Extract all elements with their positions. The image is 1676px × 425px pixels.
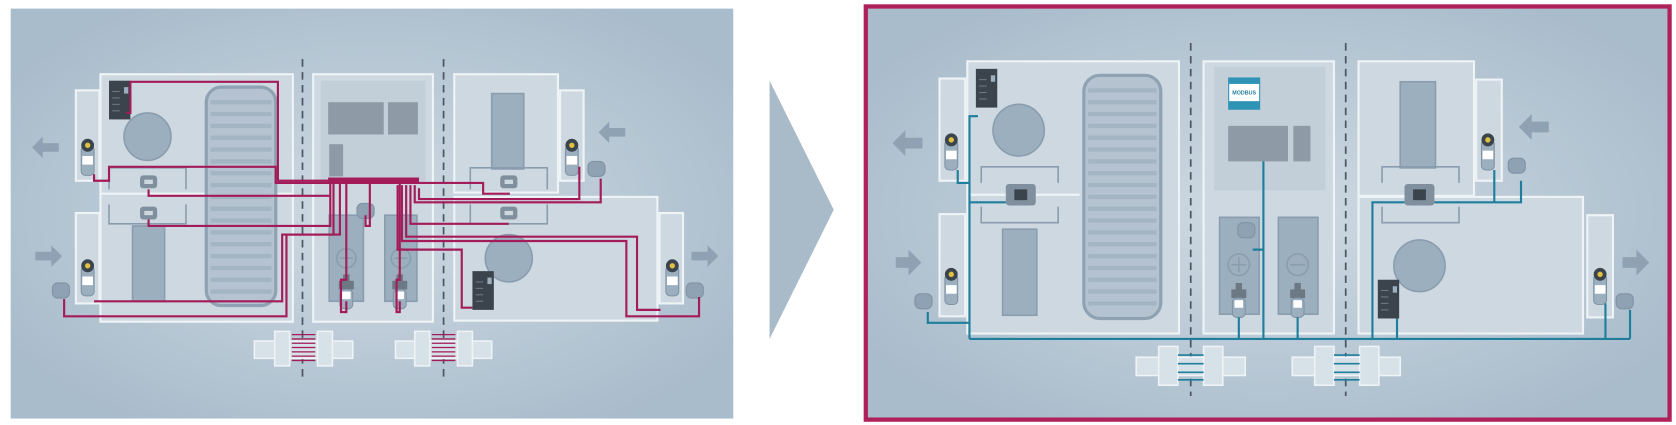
wheel-stripe [210, 194, 272, 200]
transition-arrow [769, 80, 834, 339]
fan-icon [1393, 239, 1446, 293]
wheel-stripe [1088, 265, 1157, 271]
wheel-stripe [210, 147, 272, 152]
damper-actuator-icon [665, 258, 680, 297]
filter-icon [1001, 228, 1038, 317]
fan-icon [484, 233, 534, 283]
after-panel: MODBUS [863, 4, 1672, 422]
wheel-stripe [210, 100, 272, 105]
wheel-stripe [1088, 147, 1157, 152]
wheel-stripe [1088, 111, 1157, 117]
controller-modules [1228, 125, 1311, 162]
sensor-icon [1507, 157, 1526, 174]
damper-actuator-icon [944, 132, 959, 171]
wheel-stripe [210, 206, 272, 211]
pressure-sensor-icon [140, 206, 158, 220]
damper-actuator-icon [944, 267, 959, 306]
wheel-stripe [1088, 171, 1157, 176]
sensor-icon [914, 293, 933, 310]
cooling-coil [1277, 216, 1319, 315]
terminal-connector [253, 330, 354, 367]
room-controller-icon [471, 270, 495, 311]
wheel-stripe [210, 253, 272, 259]
wheel-stripe [1088, 253, 1157, 259]
wheel-stripe [210, 123, 272, 129]
supply-out-arrow-icon [1622, 249, 1650, 276]
filter-icon [1399, 80, 1437, 169]
sensor-icon [1615, 293, 1634, 310]
wheel-stripe [1088, 230, 1157, 235]
wheel-stripe [1088, 194, 1157, 200]
wheel-stripe [1088, 123, 1157, 129]
supply-in-arrow-icon [895, 249, 922, 276]
terminal-connector [394, 330, 493, 367]
sensor-icon [685, 282, 704, 299]
before-panel [10, 8, 734, 419]
wheel-stripe [1088, 277, 1157, 282]
wheel-stripe [210, 159, 272, 164]
fan-icon [123, 112, 172, 162]
pressure-sensor-icon [1404, 183, 1435, 206]
terminal-connector [1135, 345, 1247, 386]
pressure-sensor-icon [500, 206, 518, 220]
filter-icon [490, 92, 525, 170]
exhaust-air-arrow-icon [32, 136, 59, 159]
damper-actuator-icon [1593, 267, 1608, 306]
wheel-stripe [1088, 242, 1157, 247]
supply-in-arrow-icon [35, 245, 62, 267]
wheel-stripe [210, 230, 272, 235]
sensor-icon [1237, 222, 1256, 239]
wheel-stripe [210, 277, 272, 282]
room-controller-icon [975, 68, 998, 109]
wheel-stripe [210, 135, 272, 140]
wheel-stripe [210, 111, 272, 117]
wheel-stripe [1088, 301, 1157, 306]
damper-actuator-icon [1480, 132, 1495, 171]
damper-actuator-icon [564, 138, 579, 176]
wheel-stripe [210, 289, 272, 294]
sensor-icon [51, 282, 71, 299]
room-controller-icon [1377, 279, 1400, 320]
wheel-stripe [1088, 159, 1157, 164]
pressure-sensor-icon [140, 175, 158, 189]
sensor-icon [587, 160, 606, 177]
controller-modules [328, 102, 418, 177]
damper-actuator-icon [80, 138, 95, 176]
wheel-stripe [1088, 182, 1157, 188]
wheel-stripe [1088, 88, 1157, 93]
wheel-stripe [1088, 206, 1157, 211]
bus-wiring [926, 115, 1632, 340]
pressure-sensor-icon [500, 175, 518, 189]
wheel-stripe [1088, 135, 1157, 140]
wheel-stripe [1088, 100, 1157, 105]
wheel-stripe [1088, 289, 1157, 294]
wheel-stripe [210, 218, 272, 223]
modbus-label: MODBUS [1232, 91, 1256, 97]
supply-out-arrow-icon [691, 245, 719, 267]
point-to-point-wiring [63, 80, 701, 318]
plus-icon [1227, 253, 1251, 277]
wheel-stripe [210, 242, 272, 247]
fan-icon [992, 103, 1046, 157]
exhaust-air-arrow-icon [892, 130, 923, 157]
wheel-stripe [1088, 218, 1157, 223]
wheel-stripe [210, 182, 272, 188]
terminal-connector [1291, 345, 1402, 386]
outdoor-air-arrow-icon [598, 121, 626, 144]
modbus-gateway: MODBUS [1228, 77, 1261, 110]
damper-panel [938, 213, 967, 318]
minus-icon [1286, 253, 1310, 277]
filter-icon [131, 225, 166, 303]
wheel-stripe [210, 171, 272, 176]
pressure-sensor-icon [1005, 183, 1036, 206]
heat-recovery-wheel [1082, 73, 1163, 321]
outdoor-air-arrow-icon [1518, 114, 1549, 140]
wheel-stripe [210, 265, 272, 271]
damper-actuator-icon [80, 258, 95, 297]
